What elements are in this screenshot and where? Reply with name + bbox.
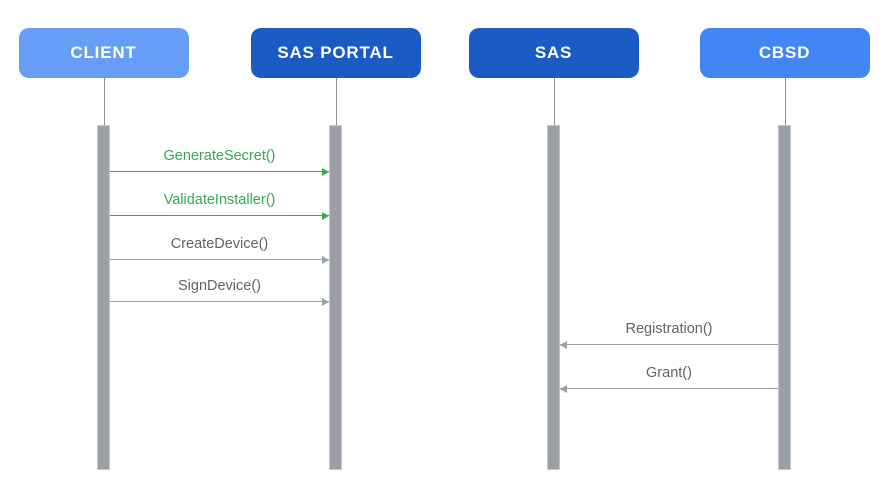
actor-label-client: CLIENT: [70, 43, 137, 62]
arrow-left-icon-6: [560, 385, 567, 393]
arrow-right-icon-1: [322, 168, 329, 177]
actor-label-sas: SAS: [534, 43, 573, 62]
actor-box-sas-portal: SAS PORTAL: [250, 28, 421, 78]
actor-box-cbsd: CBSD: [699, 28, 870, 78]
message-label-2: ValidateInstaller(): [163, 192, 276, 208]
activation-bar-cbsd: [778, 125, 791, 470]
message-line-6: [560, 388, 778, 389]
arrow-right-icon-3: [322, 256, 329, 264]
message-line-3: [110, 259, 329, 260]
arrow-right-icon-4: [322, 298, 329, 306]
message-label-1: GenerateSecret(): [163, 148, 276, 164]
message-line-5: [560, 344, 778, 345]
arrow-left-icon-5: [560, 341, 567, 349]
message-label-4: SignDevice(): [178, 278, 261, 294]
activation-bar-client: [97, 125, 110, 470]
arrow-right-icon-2: [322, 212, 329, 221]
message-line-1: [110, 171, 329, 172]
actor-label-sas-portal: SAS PORTAL: [277, 43, 394, 62]
actor-box-sas: SAS: [468, 28, 639, 78]
message-label-5: Registration(): [625, 321, 713, 337]
lifeline-stem-client: [103, 78, 105, 125]
message-label-6: Grant(): [646, 365, 692, 381]
message-line-4: [110, 301, 329, 302]
actor-box-client: CLIENT: [18, 28, 189, 78]
lifeline-stem-sas-portal: [335, 78, 337, 125]
message-line-2: [110, 215, 329, 216]
lifeline-stem-sas: [553, 78, 555, 125]
lifeline-stem-cbsd: [784, 78, 786, 125]
activation-bar-sas: [547, 125, 560, 470]
activation-bar-sas-portal: [329, 125, 342, 470]
actor-label-cbsd: CBSD: [758, 43, 811, 62]
message-label-3: CreateDevice(): [170, 236, 269, 252]
